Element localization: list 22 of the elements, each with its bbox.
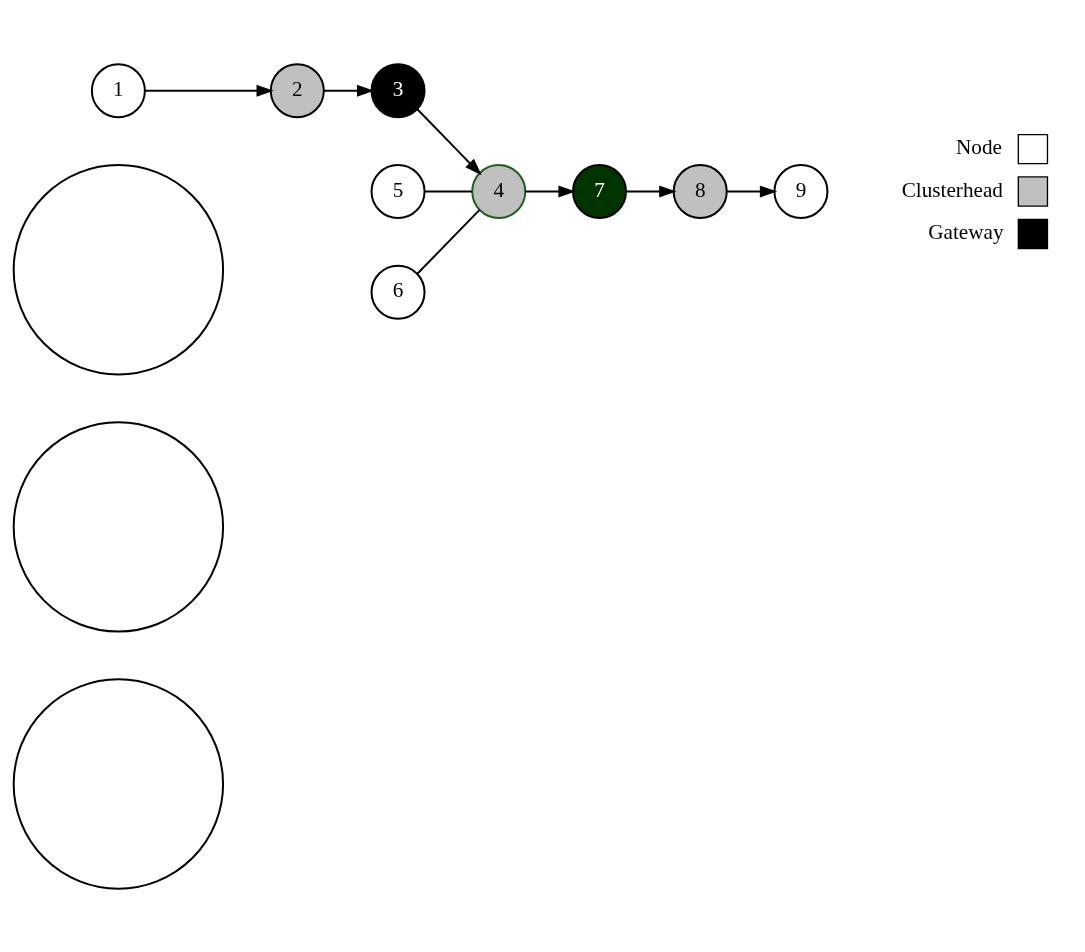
legend-label: Gateway (928, 219, 1004, 244)
connector (423, 190, 473, 193)
node-circle: 2 (269, 62, 325, 118)
connector (416, 208, 481, 275)
node-circle: 1 (90, 62, 146, 118)
node-circle (12, 163, 225, 375)
arrow (625, 185, 677, 198)
arrow (416, 107, 482, 175)
node-circle: 8 (672, 163, 728, 219)
node-circle: 7 (572, 163, 627, 219)
node-circle: 5 (370, 163, 426, 219)
node-circle: 3 (370, 62, 426, 118)
arrow (524, 185, 576, 198)
node-circle: 4 (471, 163, 527, 219)
node-circle: 9 (773, 163, 829, 219)
arrow (143, 84, 274, 97)
legend-label: Clusterhead (901, 177, 1003, 202)
node-circle (12, 420, 225, 633)
arrow (725, 185, 778, 198)
legend-label: Node (956, 134, 1002, 159)
node-circle: 6 (370, 264, 426, 320)
node-circle (12, 677, 225, 890)
